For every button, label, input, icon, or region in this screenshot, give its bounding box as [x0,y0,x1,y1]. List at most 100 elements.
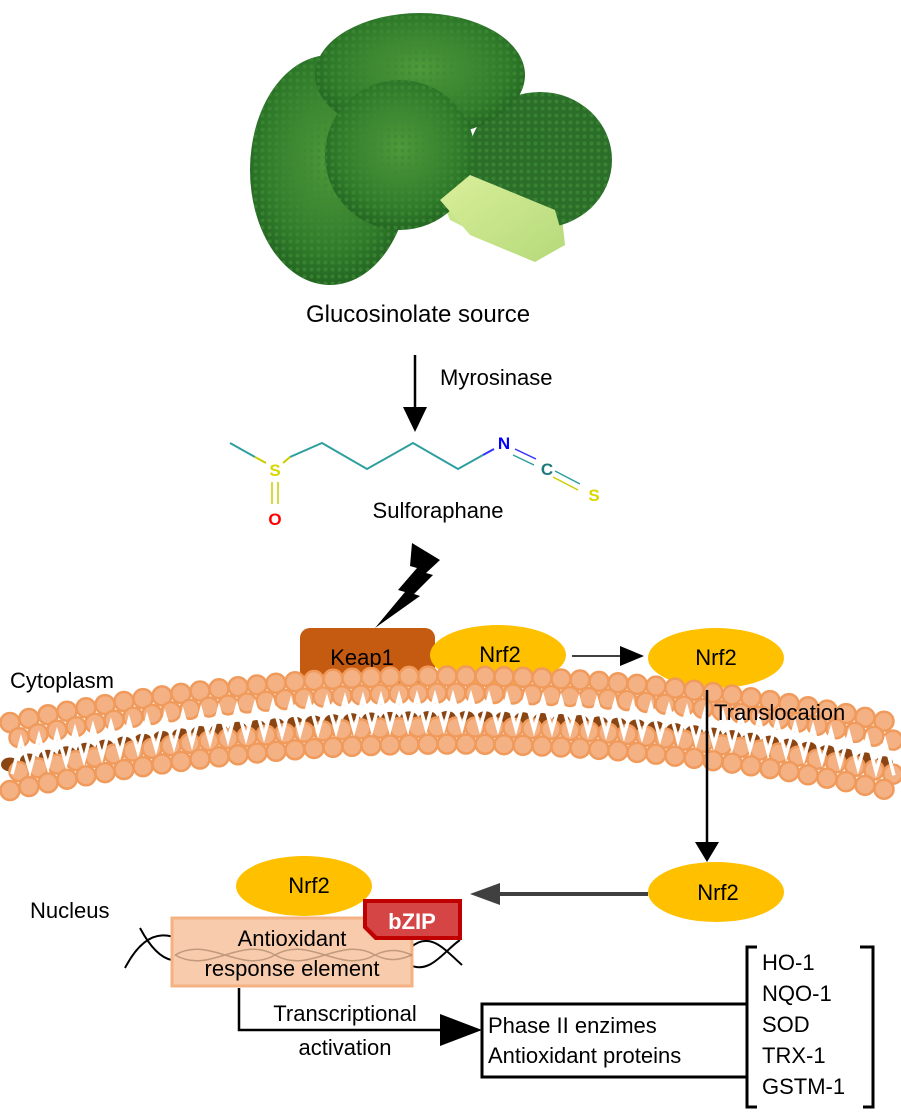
lipid-head [122,706,144,728]
lipid-head [740,754,762,777]
nuclear-membrane [0,665,901,802]
products-box [480,1002,749,1079]
lipid-head [75,765,97,787]
lipid-head [94,761,116,784]
sulforaphane-label: Sulforaphane [373,498,504,523]
lipid-head [379,734,401,756]
lipid-head [816,767,838,789]
keap1-label: Keap1 [330,645,394,670]
lipid-head [227,744,249,766]
lipid-head [265,740,287,763]
products-line2: Antioxidant proteins [488,1043,681,1068]
lipid-head [550,736,572,758]
lipid-head [56,768,78,790]
myrosinase-arrow [403,355,427,432]
broccoli-image [250,13,612,285]
lipid-head [341,735,363,758]
cytoplasm-label: Cytoplasm [10,668,114,693]
lipid-head [759,757,781,780]
lipid-head [683,747,705,770]
gene-item: NQO-1 [762,981,832,1006]
dna-inside [174,948,413,962]
lipid-head [322,736,344,759]
lipid-head [132,755,154,778]
nitrogen-atom: N [498,434,510,453]
nrf2-free-label: Nrf2 [695,645,737,670]
nucleus-label: Nucleus [30,898,109,923]
lipid-head [512,734,534,757]
lipid-head [170,750,192,773]
binding-arrow [470,883,648,905]
lipid-head [873,710,895,732]
nrf2-are-bound-label: Nrf2 [288,873,330,898]
lipid-head [873,778,895,800]
oxygen-atom: O [268,510,281,529]
gene-item: TRX-1 [762,1043,826,1068]
nrf2-nuclear-label: Nrf2 [697,880,739,905]
lipid-head [436,733,458,755]
lipid-head [664,745,686,767]
nrf2-are-bound-ellipse [236,856,372,916]
release-arrow [572,646,644,666]
glucosinolate-source-label: Glucosinolate source [306,301,530,328]
lipid-head [531,735,553,757]
lipid-head [474,733,496,756]
bzip-label: bZIP [388,909,436,934]
gene-item: GSTM-1 [762,1074,845,1099]
products-line1: Phase II enzimes [488,1013,657,1038]
lipid-head [103,709,125,731]
lipid-head [18,775,40,798]
lipid-head [626,741,648,764]
lipid-head [588,738,610,761]
lipid-head [645,743,667,765]
isothiocyanate-sulfur-atom: S [588,486,599,505]
are-label-line2: response element [205,956,380,981]
gene-item: HO-1 [762,950,815,975]
lipid-head [246,742,268,764]
lipid-head [303,737,325,760]
lipid-head [360,734,382,757]
are-label-line1: Antioxidant [238,926,347,951]
carbon-atom: C [541,460,553,479]
lipid-head [398,733,420,756]
lipid-head [721,752,743,774]
myrosinase-label: Myrosinase [440,365,552,390]
translocation-arrow [695,690,719,862]
lipid-head [455,733,477,755]
lipid-head [835,770,857,793]
lipid-head [854,774,876,797]
lipid-head [208,746,230,768]
lipid-head [189,748,211,770]
lipid-head [882,729,901,751]
nrf2-bound-label: Nrf2 [479,642,521,667]
lipid-head [445,682,467,704]
lipid-head [37,772,59,794]
lipid-head [331,685,353,707]
lightning-bolt-icon [375,543,440,628]
bzip-tag: bZIP [363,899,462,940]
lipid-head [113,758,135,781]
lipid-head [673,695,695,717]
sulfur-atom: S [269,461,280,480]
activation-label-line2: activation [299,1035,392,1060]
lipid-head [151,753,173,775]
lipid-head [569,737,591,759]
nrf2-nuclear-ellipse [648,862,784,922]
translocation-label: Translocation [714,700,845,725]
lipid-tail-zigzag [10,689,896,778]
sulforaphane-structure: S O N C S [229,434,600,529]
gene-list-bracket [745,945,875,1109]
lipid-head [0,779,21,802]
lipid-head [284,739,306,761]
nrf2-free-ellipse [648,628,784,688]
gene-item: SOD [762,1012,810,1037]
lipid-head [417,733,439,755]
activation-arrow [237,988,482,1046]
lipid-head [493,733,515,756]
lipid-head [607,740,629,762]
lipid-head [778,760,800,783]
lipid-head [797,764,819,786]
activation-label-line1: Transcriptional [273,1001,416,1026]
